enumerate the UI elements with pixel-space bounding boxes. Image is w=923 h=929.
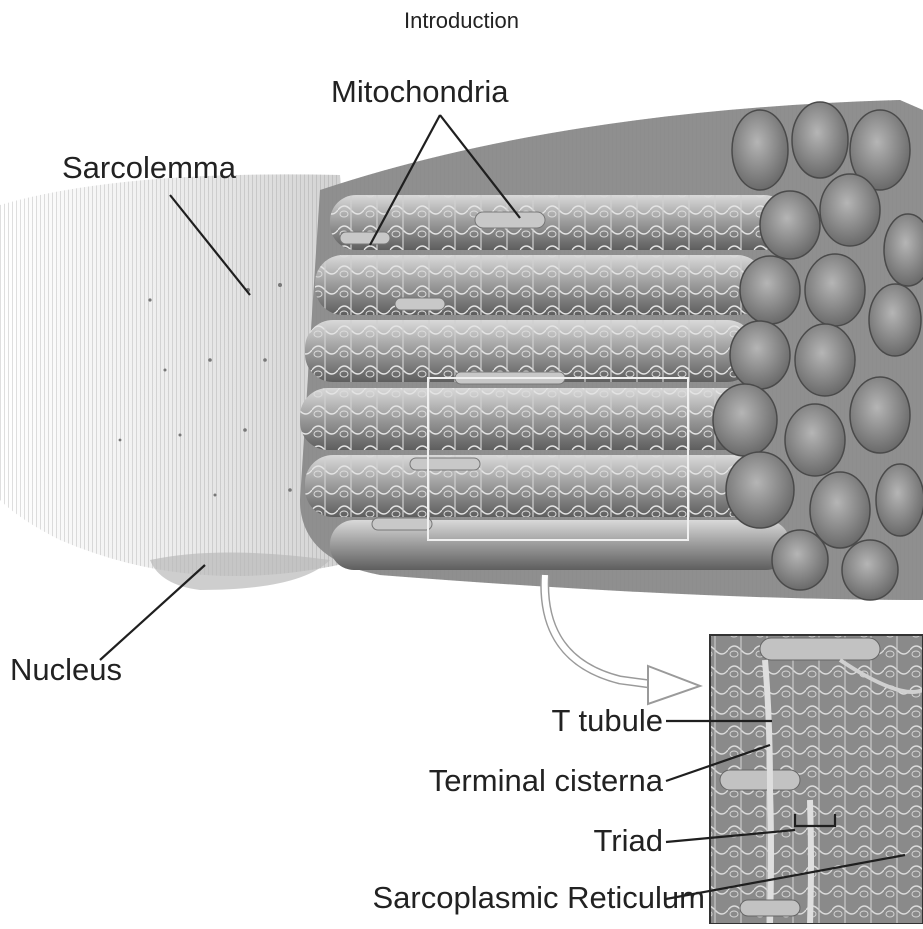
label-mitochondria: Mitochondria	[331, 74, 508, 110]
label-nucleus: Nucleus	[10, 652, 122, 688]
label-t-tubule: T tubule	[552, 703, 663, 739]
label-sarcoplasmic-reticulum: Sarcoplasmic Reticulum	[373, 880, 706, 916]
nucleus-shape	[150, 553, 330, 591]
zoom-inset	[710, 635, 923, 924]
label-sarcolemma: Sarcolemma	[62, 150, 236, 186]
label-triad: Triad	[594, 823, 663, 859]
page-title: Introduction	[0, 8, 923, 34]
label-terminal-cisterna: Terminal cisterna	[429, 763, 663, 799]
